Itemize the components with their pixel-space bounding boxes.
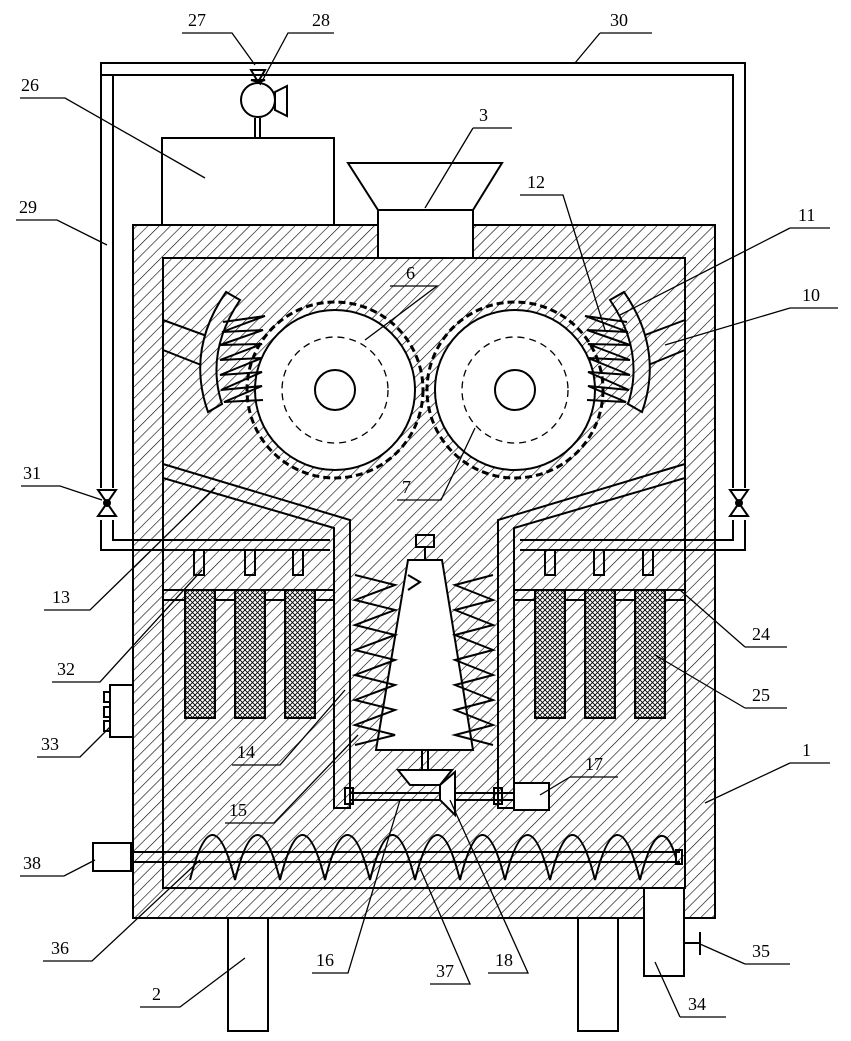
label-18: 18 xyxy=(495,950,513,970)
left-valve xyxy=(98,490,116,516)
right-screen-frame xyxy=(514,590,685,718)
label-26: 26 xyxy=(21,75,39,95)
label-29: 29 xyxy=(19,197,37,217)
label-12: 12 xyxy=(527,172,545,192)
left-leg xyxy=(228,918,268,1031)
label-10: 10 xyxy=(802,285,820,305)
label-2: 2 xyxy=(152,984,161,1004)
label-1: 1 xyxy=(802,740,811,760)
label-16: 16 xyxy=(316,950,334,970)
label-31: 31 xyxy=(23,463,41,483)
right-leg xyxy=(578,918,618,1031)
label-24: 24 xyxy=(752,624,770,644)
label-38: 38 xyxy=(23,853,41,873)
label-37: 37 xyxy=(436,961,454,981)
label-27: 27 xyxy=(188,10,206,30)
label-32: 32 xyxy=(57,659,75,679)
label-6: 6 xyxy=(406,263,415,283)
label-14: 14 xyxy=(237,742,255,762)
label-13: 13 xyxy=(52,587,70,607)
label-36: 36 xyxy=(51,938,69,958)
label-34: 34 xyxy=(688,994,706,1014)
right-valve xyxy=(730,490,748,516)
label-28: 28 xyxy=(312,10,330,30)
water-tank xyxy=(162,138,334,225)
label-33: 33 xyxy=(41,734,59,754)
label-35: 35 xyxy=(752,941,770,961)
label-7: 7 xyxy=(402,477,411,497)
label-25: 25 xyxy=(752,685,770,705)
label-15: 15 xyxy=(229,800,247,820)
water-pump xyxy=(241,70,287,138)
label-11: 11 xyxy=(798,205,815,225)
left-screen-frame xyxy=(163,590,334,718)
label-30: 30 xyxy=(610,10,628,30)
label-3: 3 xyxy=(479,105,488,125)
label-17: 17 xyxy=(585,754,603,774)
